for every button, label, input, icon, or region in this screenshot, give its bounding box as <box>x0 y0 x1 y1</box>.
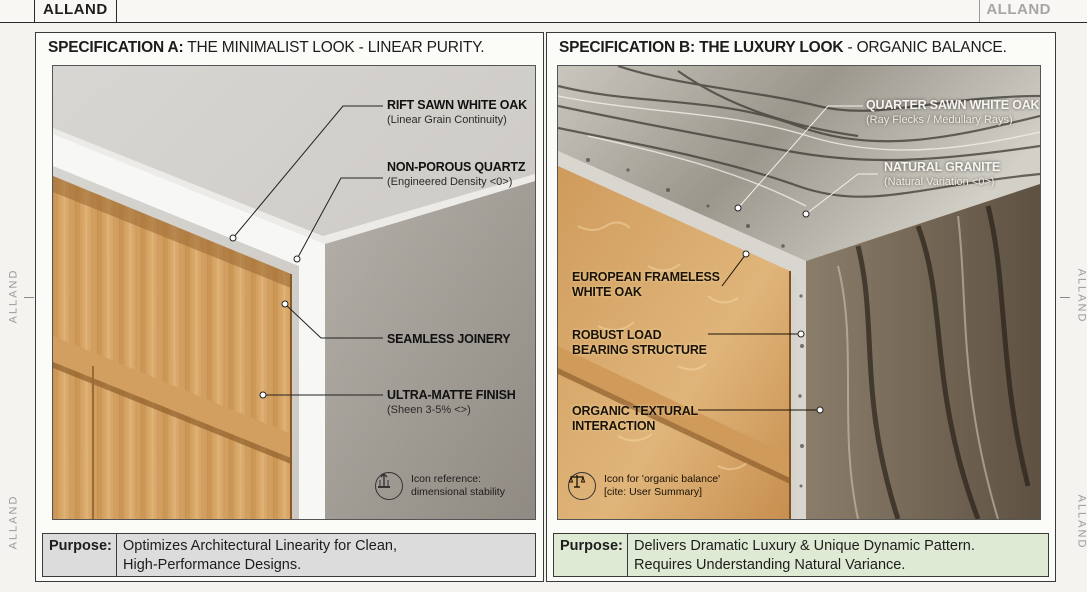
spec-b-title: SPECIFICATION B: THE LUXURY LOOK - ORGAN… <box>559 39 1007 57</box>
spec-a-title-rest: THE MINIMALIST LOOK - LINEAR PURITY. <box>183 39 485 56</box>
brand-logo-right: ALLAND <box>979 0 1057 22</box>
purpose-box-a: Purpose: Optimizes Architectural Lineari… <box>42 533 536 577</box>
luxury-cabinet-image: QUARTER SAWN WHITE OAK (Ray Flecks / Med… <box>557 65 1041 520</box>
icon-reference-a-text: Icon reference: dimensional stability <box>411 473 505 498</box>
purpose-text-a: Optimizes Architectural Linearity for Cl… <box>123 538 397 573</box>
callout-natural-granite: NATURAL GRANITE (Natural Variation <0>) <box>884 160 1000 188</box>
top-bar: ALLAND ALLAND <box>0 0 1087 23</box>
icon-reference-a: Icon reference: dimensional stability <box>375 472 505 500</box>
side-mark-right-upper: ALLAND <box>1075 268 1087 324</box>
callout-seamless-joinery: SEAMLESS JOINERY <box>387 332 511 346</box>
callout-organic-textural-interaction: ORGANIC TEXTURAL INTERACTION <box>572 404 698 433</box>
spec-b-title-bold: SPECIFICATION B: THE LUXURY LOOK <box>559 39 844 56</box>
icon-reference-b: Icon for 'organic balance' [cite: User S… <box>568 472 720 500</box>
purpose-text-b: Delivers Dramatic Luxury & Unique Dynami… <box>634 538 975 573</box>
brand-logo-left: ALLAND <box>34 0 117 22</box>
spec-b-title-rest: - ORGANIC BALANCE. <box>843 39 1007 56</box>
balance-scale-icon <box>568 472 596 500</box>
side-mark-right-lower: ALLAND <box>1075 494 1087 550</box>
side-mark-left-upper: ALLAND <box>7 268 20 324</box>
callout-non-porous-quartz: NON-POROUS QUARTZ (Engineered Density <0… <box>387 160 526 188</box>
callout-robust-load-bearing: ROBUST LOAD BEARING STRUCTURE <box>572 328 707 357</box>
spec-a-title: SPECIFICATION A: THE MINIMALIST LOOK - L… <box>48 39 485 57</box>
spec-a-title-bold: SPECIFICATION A: <box>48 39 184 56</box>
callout-quarter-sawn-oak: QUARTER SAWN WHITE OAK (Ray Flecks / Med… <box>866 98 1040 126</box>
purpose-box-b: Purpose: Delivers Dramatic Luxury & Uniq… <box>553 533 1049 577</box>
spec-b-panel: SPECIFICATION B: THE LUXURY LOOK - ORGAN… <box>546 32 1056 582</box>
side-tick-left <box>24 297 34 298</box>
stability-icon <box>375 472 403 500</box>
side-mark-left-lower: ALLAND <box>7 494 20 550</box>
purpose-label-b: Purpose: <box>554 534 628 576</box>
callout-european-frameless-oak: EUROPEAN FRAMELESS WHITE OAK <box>572 270 720 299</box>
callout-ultra-matte-finish: ULTRA-MATTE FINISH (Sheen 3-5% <>) <box>387 388 516 416</box>
icon-reference-b-text: Icon for 'organic balance' [cite: User S… <box>604 473 721 498</box>
purpose-label-a: Purpose: <box>43 534 117 576</box>
minimalist-cabinet-image: RIFT SAWN WHITE OAK (Linear Grain Contin… <box>52 65 536 520</box>
side-tick-right <box>1060 297 1070 298</box>
callout-rift-sawn-oak: RIFT SAWN WHITE OAK (Linear Grain Contin… <box>387 98 527 126</box>
spec-a-panel: SPECIFICATION A: THE MINIMALIST LOOK - L… <box>35 32 544 582</box>
